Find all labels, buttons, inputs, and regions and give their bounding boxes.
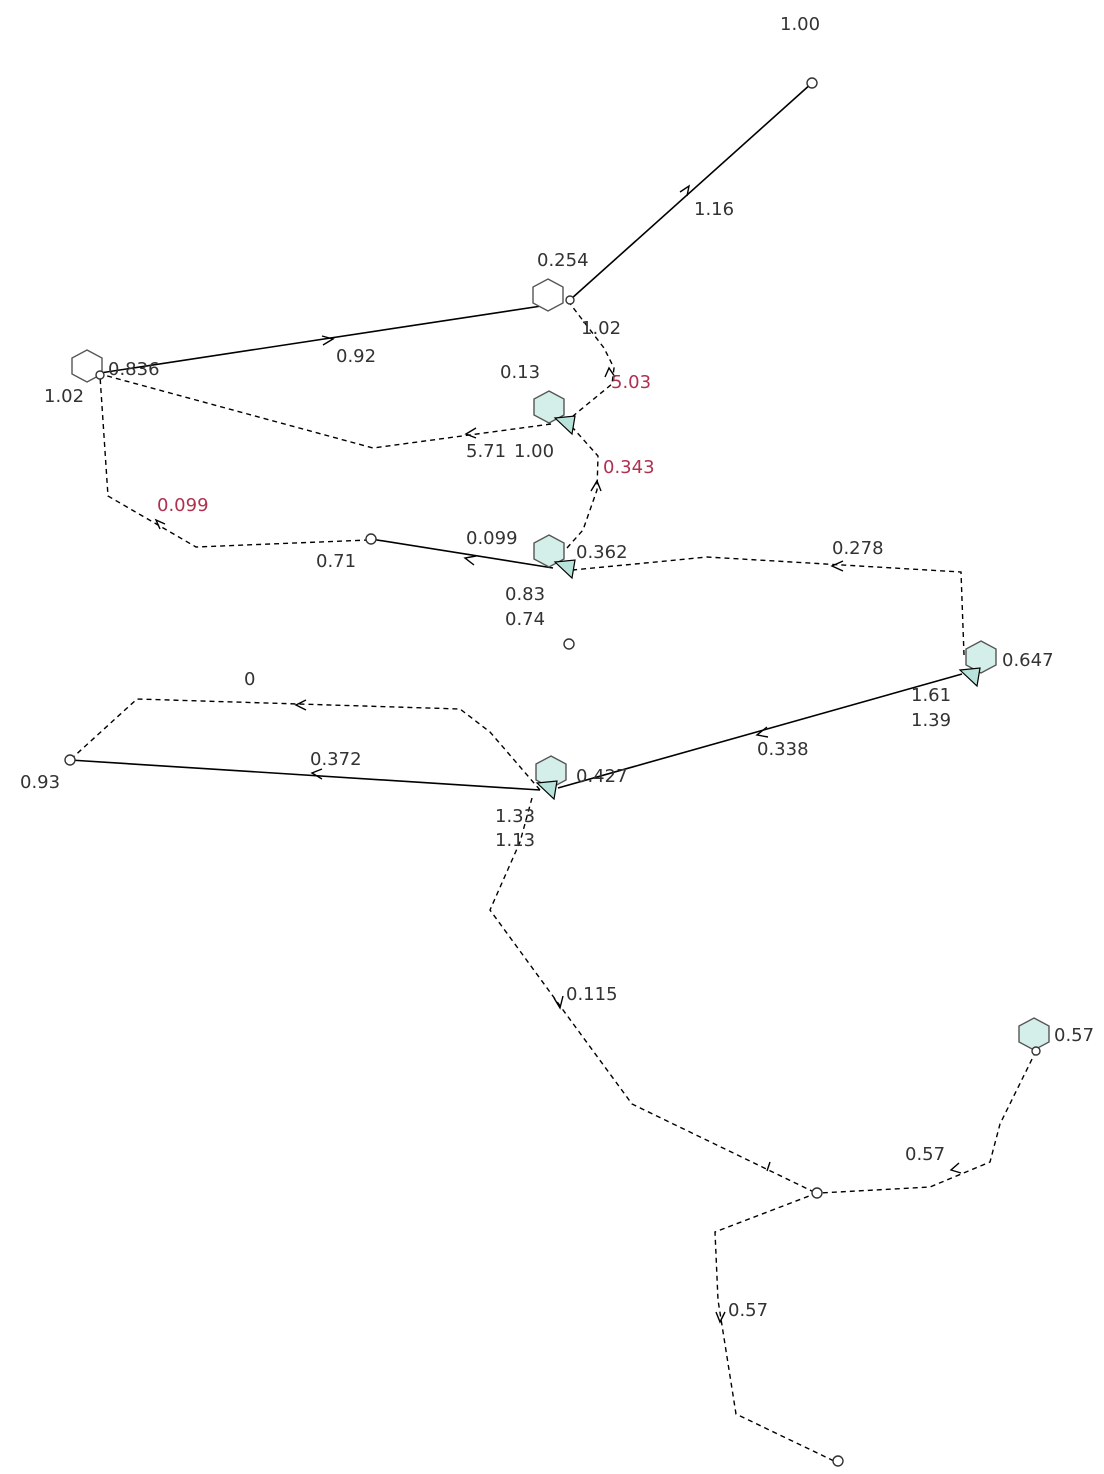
edge-i-to-h[interactable] [69, 759, 541, 791]
node-a-port [565, 295, 575, 305]
node-g-valve [958, 667, 981, 688]
edge-g-i-value: 0.338 [757, 739, 809, 760]
edge-d-to-c[interactable] [566, 427, 599, 549]
node-j-hexagon[interactable] [1018, 1017, 1050, 1051]
node-f-circle[interactable] [365, 533, 377, 545]
edge-j-k-value: 0.57 [905, 1144, 945, 1165]
node-j-port [1031, 1046, 1041, 1056]
arrow-icon [755, 726, 769, 738]
node-g-value: 0.647 [1002, 650, 1054, 671]
edge-g-to-d[interactable] [572, 556, 965, 656]
edge-g-d-value: 0.278 [832, 538, 884, 559]
edge-d-to-f[interactable] [370, 538, 554, 569]
arrow-icon [604, 366, 616, 378]
edge-top-to-a[interactable] [570, 82, 813, 300]
node-c-hexagon[interactable] [533, 390, 565, 424]
edge-i-h-value: 0.372 [310, 749, 362, 770]
node-g-value-b1: 1.61 [911, 685, 951, 706]
node-d-hexagon[interactable] [533, 534, 565, 568]
edge-i-h-dash-value: 0 [244, 669, 255, 690]
node-b-value-left: 1.02 [44, 386, 84, 407]
node-i-value-b1: 1.33 [495, 806, 535, 827]
edge-f-b-value: 0.099 [157, 495, 209, 516]
node-b-hexagon[interactable] [71, 349, 103, 383]
node-f-value: 0.71 [316, 551, 356, 572]
node-c-value: 0.13 [500, 362, 540, 383]
edge-k-to-l[interactable] [714, 1192, 835, 1462]
node-b-value: 0.836 [108, 359, 160, 380]
node-top-value: 1.00 [780, 14, 820, 35]
edge-b-a-value: 0.92 [336, 346, 376, 367]
arrow-icon [715, 1311, 726, 1324]
node-h-circle[interactable] [64, 754, 76, 766]
node-g-hexagon[interactable] [965, 640, 997, 674]
edge-k-l-value: 0.57 [728, 1300, 768, 1321]
node-c-value-right: 1.00 [514, 441, 554, 462]
node-d-value-b2: 0.74 [505, 609, 545, 630]
edge-a-c-value-pink: 5.03 [611, 372, 651, 393]
edge-a-to-c[interactable] [567, 300, 615, 417]
arrow-icon [464, 427, 477, 439]
node-d-value: 0.362 [576, 542, 628, 563]
edge-i-k-value: 0.115 [566, 984, 618, 1005]
edge-a-c-value-top: 1.02 [581, 318, 621, 339]
node-a-value: 0.254 [537, 250, 589, 271]
edge-g-to-i[interactable] [557, 673, 963, 789]
edge-i-to-k[interactable] [489, 797, 817, 1194]
edge-top-a-value: 1.16 [694, 199, 734, 220]
node-b-port [95, 370, 105, 380]
labels: 1.00 1.16 0.254 1.02 5.03 0.836 1.02 0.9… [20, 14, 1094, 1321]
node-d-value-b1: 0.83 [505, 584, 545, 605]
edge-i-to-h-dashed[interactable] [69, 698, 541, 791]
arrow-icon [553, 995, 564, 1010]
node-i-value: 0.427 [576, 766, 628, 787]
arrow-icon [321, 335, 335, 346]
node-l-circle[interactable] [832, 1455, 844, 1467]
edge-f-to-b[interactable] [99, 375, 370, 548]
arrow-icon [590, 479, 602, 492]
node-a-hexagon[interactable] [532, 278, 564, 312]
node-d-valve [553, 559, 576, 580]
edge-j-to-k[interactable] [819, 1050, 1037, 1194]
arrow-icon [310, 768, 323, 780]
arrow-icon [154, 518, 166, 530]
edge-c-to-b[interactable] [99, 373, 552, 449]
node-i-value-b2: 1.13 [495, 830, 535, 851]
edge-d-f-value: 0.099 [466, 528, 518, 549]
node-k-circle[interactable] [811, 1187, 823, 1199]
arrow-icon [766, 1161, 771, 1172]
node-j-value: 0.57 [1054, 1025, 1094, 1046]
node-e-circle[interactable] [563, 638, 575, 650]
edge-c-b-value: 5.71 [466, 441, 506, 462]
edge-b-to-a[interactable] [99, 304, 549, 374]
arrow-icon [463, 555, 477, 566]
node-c-valve [553, 415, 576, 436]
node-g-value-b2: 1.39 [911, 710, 951, 731]
arrow-icon [949, 1162, 962, 1174]
arrow-icon [679, 184, 691, 197]
node-i-valve [535, 780, 558, 801]
edge-d-c-value: 0.343 [603, 457, 655, 478]
arrow-icon [830, 560, 844, 572]
arrow-icon [294, 699, 307, 711]
node-top-circle[interactable] [806, 77, 818, 89]
node-h-value: 0.93 [20, 772, 60, 793]
